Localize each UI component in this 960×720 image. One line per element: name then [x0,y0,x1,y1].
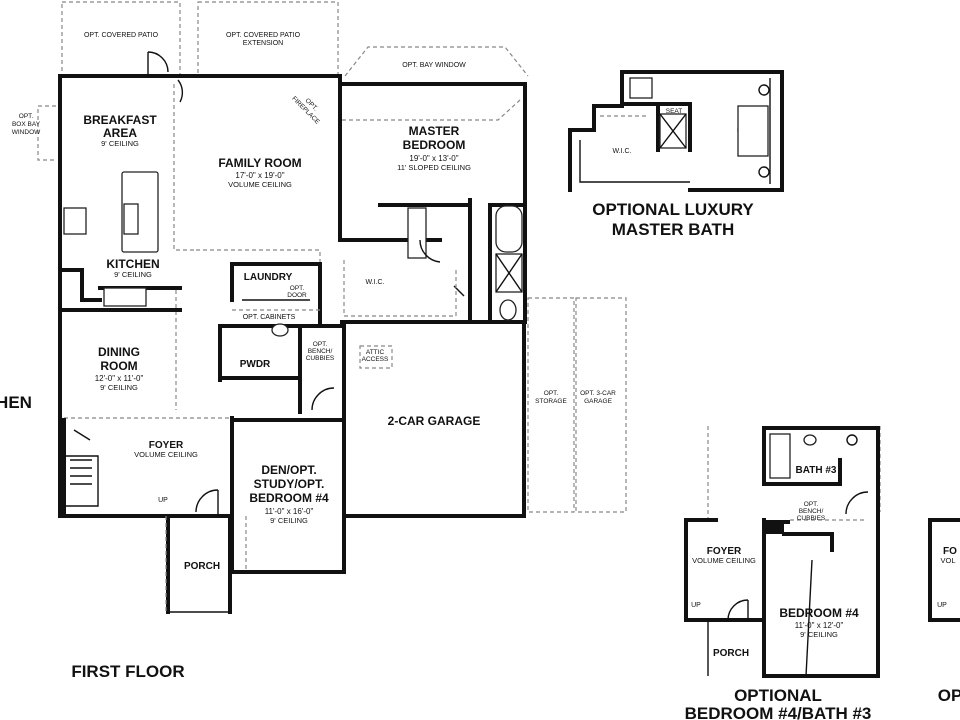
den-name-line2: STUDY/OPT. [254,477,325,491]
kitchen-ceiling: 9' CEILING [114,270,152,279]
opt-covered-patio-extension-line2: EXTENSION [243,40,283,47]
breakfast-area-name-line2: AREA [103,126,137,140]
dining-room-name-line1: DINING [98,345,140,359]
luxury-bath-seat-label: SEAT [666,108,683,115]
opt-storage-line2: STORAGE [535,398,567,405]
attic-access-line1: ATTIC [366,349,385,356]
first-floor-title: FIRST FLOOR [71,662,184,681]
optional-outlines [37,1,627,513]
breakfast-area-ceiling: 9' CEILING [101,139,139,148]
bath3-label: BATH #3 [796,465,837,476]
foyer-name: FOYER [149,440,184,451]
b4-opt-bench-line2: BENCH/ [799,508,824,515]
kitchen-name: KITCHEN [106,257,159,271]
master-wic-label: W.I.C. [365,279,384,286]
foyer-ceiling: VOLUME CEILING [134,450,198,459]
b4-foyer-name: FOYER [707,546,742,557]
bedroom4-option-walls [684,426,881,678]
powder-room-label: PWDR [240,359,271,370]
dining-room-name-line2: ROOM [100,359,137,373]
bedroom4-option-title-line1: OPTIONAL [734,686,822,705]
opt-door-line1: OPT. [290,285,305,292]
stair-up-label: UP [158,497,168,504]
master-bedroom-name-line2: BEDROOM [403,138,466,152]
left-cut-label: HEN [0,393,32,412]
luxury-bath-wic-label: W.I.C. [612,148,631,155]
opt-bench-line3: CUBBIES [306,355,335,362]
master-bedroom-dims: 19'-0" x 13'-0" [409,154,458,163]
bedroom4-option-title-line2: BEDROOM #4/BATH #3 [685,704,872,720]
b4-porch-label: PORCH [713,648,749,659]
den-name-line1: DEN/OPT. [261,463,316,477]
right-cut-walls [928,518,960,622]
opt-box-bay-window-line1: OPT. [19,113,34,120]
opt-3car-garage-line2: GARAGE [584,398,612,405]
first-floor-fixtures [63,51,523,613]
opt-box-bay-window-line2: BOX BAY [12,121,41,128]
bedroom4-dims: 11'-0" x 12'-0" [795,621,844,630]
dining-room-ceiling: 9' CEILING [100,383,138,392]
right-cut-foyer-partial: FO [943,546,957,557]
opt-covered-patio-extension-line1: OPT. COVERED PATIO [226,32,301,39]
opt-door-line2: DOOR [287,292,307,299]
family-room-name: FAMILY ROOM [218,156,301,170]
opt-bay-window-label: OPT. BAY WINDOW [402,62,466,69]
bedroom4-name: BEDROOM #4 [779,606,859,620]
attic-access-line2: ACCESS [362,356,389,363]
bedroom4-ceiling: 9' CEILING [800,630,838,639]
opt-bench-line1: OPT. [313,341,328,348]
right-cut-up-label: UP [937,602,947,609]
master-bedroom-name-line1: MASTER [409,124,460,138]
den-name-line3: BEDROOM #4 [249,491,329,505]
right-cut-title-partial: OP [938,686,960,705]
porch-label: PORCH [184,561,220,572]
opt-box-bay-window-line3: WINDOW [12,129,41,136]
family-room-ceiling: VOLUME CEILING [228,180,292,189]
opt-covered-patio-label: OPT. COVERED PATIO [84,32,159,39]
opt-storage-line1: OPT. [544,390,559,397]
b4-opt-bench-line1: OPT. [804,501,819,508]
luxury-bath-title-line1: OPTIONAL LUXURY [592,200,754,219]
breakfast-area-name-line1: BREAKFAST [83,113,157,127]
luxury-bath-walls [568,70,784,192]
master-bedroom-ceiling: 11' SLOPED CEILING [397,163,471,172]
luxury-bath-title-line2: MASTER BATH [612,220,734,239]
b4-stair-up-label: UP [691,602,701,609]
den-ceiling: 9' CEILING [270,516,308,525]
garage-label: 2-CAR GARAGE [388,414,481,428]
family-room-dims: 17'-0" x 19'-0" [235,171,284,180]
den-dims: 11'-0" x 16'-0" [265,507,314,516]
right-cut-ceiling-partial: VOL [940,556,955,565]
laundry-label: LAUNDRY [244,272,293,283]
opt-3car-garage-line1: OPT. 3-CAR [580,390,616,397]
b4-foyer-ceiling: VOLUME CEILING [692,556,756,565]
opt-bench-line2: BENCH/ [308,348,333,355]
b4-opt-bench-line3: CUBBIES [797,515,826,522]
opt-cabinets-label: OPT. CABINETS [243,314,296,321]
dining-room-dims: 12'-0" x 11'-0" [95,374,144,383]
